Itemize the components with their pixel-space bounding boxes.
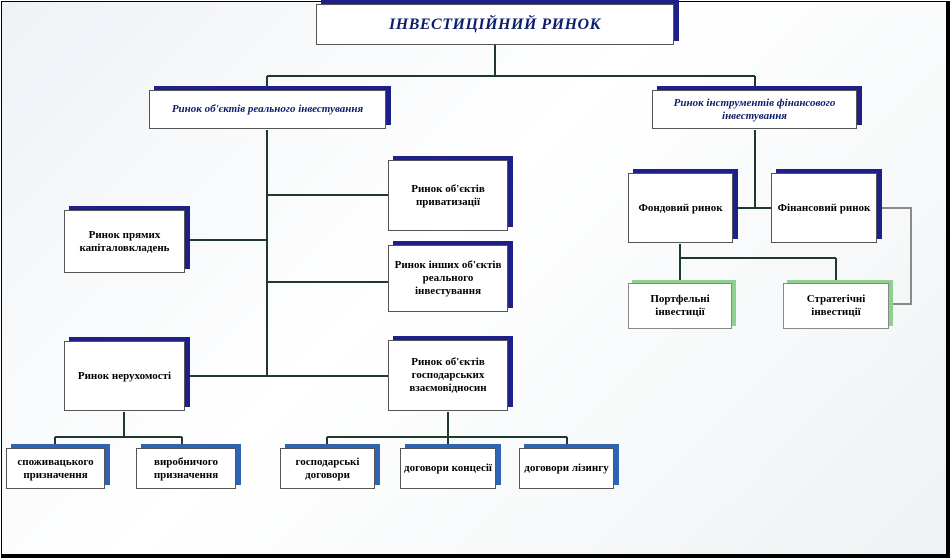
real-investment-market: Ринок об'єктів реального інвестування — [149, 90, 386, 129]
direct-capital-market: Ринок прямих капіталовкладень — [64, 210, 185, 273]
leasing-contracts: договори лізингу — [519, 448, 614, 489]
financial-investment-market: Ринок інструментів фінансового інвестува… — [652, 90, 857, 129]
concession-contracts: договори концесії — [400, 448, 496, 489]
stock-market: Фондовий ринок — [628, 173, 733, 243]
real-estate-market: Ринок нерухомості — [64, 341, 185, 411]
money-market: Фінансовий ринок — [771, 173, 877, 243]
economic-contracts: господарські договори — [280, 448, 375, 489]
title-box: ІНВЕСТИЦІЙНИЙ РИНОК — [316, 4, 674, 45]
consumer-purpose: споживацького призначення — [6, 448, 105, 489]
portfolio-investments: Портфельні інвестиції — [628, 283, 732, 329]
other-real-objects-market: Ринок інших об'єктів реального інвестува… — [388, 245, 508, 312]
privatization-market: Ринок об'єктів приватизації — [388, 160, 508, 231]
economic-relations-market: Ринок об'єктів господарських взаємовідно… — [388, 340, 508, 411]
strategic-investments: Стратегічні інвестиції — [783, 283, 889, 329]
production-purpose: виробничого призначення — [136, 448, 236, 489]
